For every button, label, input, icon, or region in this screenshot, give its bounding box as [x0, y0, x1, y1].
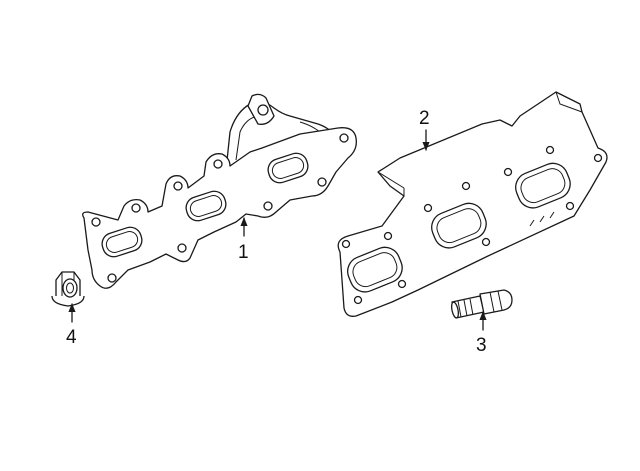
callout-2: 2 — [419, 108, 430, 129]
manifold-stud-illustration — [450, 289, 513, 319]
manifold-gasket-illustration — [337, 91, 608, 317]
callout-1: 1 — [238, 242, 249, 263]
manifold-nut-illustration — [51, 271, 85, 307]
exhaust-manifold-illustration — [82, 93, 357, 289]
callout-4: 4 — [66, 327, 77, 348]
callout-3: 3 — [476, 335, 487, 356]
